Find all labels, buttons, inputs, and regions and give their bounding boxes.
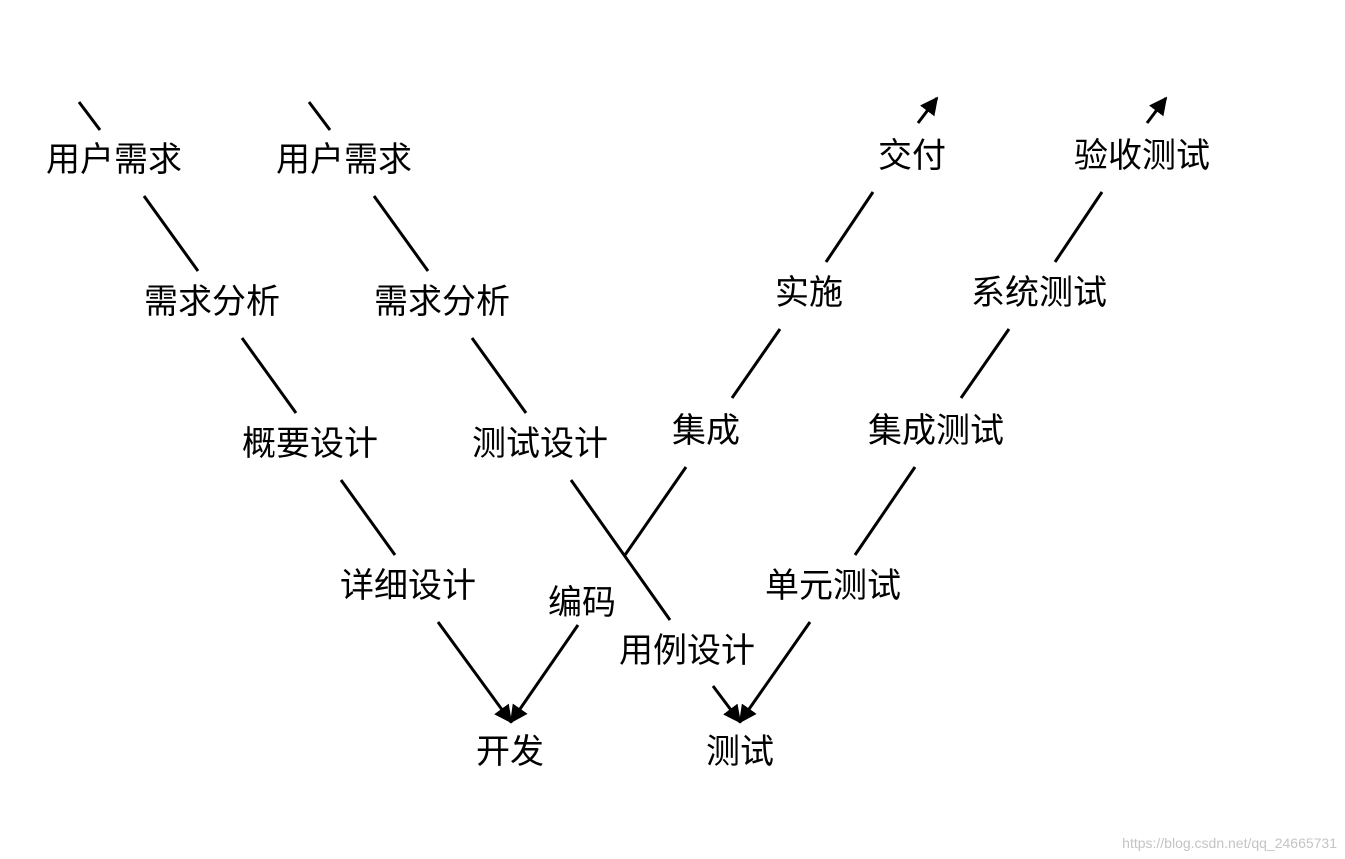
test-user-requirements: 用户需求 (276, 140, 412, 180)
dev-detailed-design: 详细设计 (340, 566, 476, 606)
dev-delivery: 交付 (878, 136, 946, 176)
dev-line-req-to-analysis (142, 195, 200, 272)
test-acceptance-test: 验收测试 (1074, 136, 1210, 176)
dev-high-level-design: 概要设计 (242, 424, 378, 464)
dev-line-coding-to-integration (623, 466, 688, 556)
dev-line-hld-to-detailed (339, 479, 397, 556)
dev-requirements-analysis: 需求分析 (144, 282, 280, 322)
test-test-design: 测试设计 (472, 424, 608, 464)
watermark-url: https://blog.csdn.net/qq_24665731 (1122, 835, 1337, 851)
dev-line-top-stub (77, 101, 102, 131)
dev-coding: 编码 (548, 583, 616, 623)
test-arrow-acceptance-out (1145, 96, 1168, 124)
test-testing: 测试 (706, 732, 774, 772)
test-line-design-to-cases (569, 479, 672, 621)
dev-line-analysis-to-hld (240, 337, 298, 414)
dev-arrow-delivery-out (916, 96, 939, 124)
test-integration-test: 集成测试 (868, 411, 1004, 451)
dev-arrow-coding (509, 624, 580, 724)
test-arrow-unit (738, 621, 812, 724)
test-line-analysis-to-design (470, 337, 528, 414)
test-line-system-to-acceptance (1053, 191, 1104, 263)
test-arrow-to-testing (711, 685, 742, 724)
test-requirements-analysis: 需求分析 (374, 282, 510, 322)
test-line-top-stub (307, 101, 332, 131)
dev-implementation: 实施 (775, 273, 843, 313)
test-unit-test: 单元测试 (765, 566, 901, 606)
dev-development: 开发 (476, 732, 544, 772)
dev-line-integration-to-impl (730, 328, 782, 399)
dev-line-impl-to-delivery (824, 191, 875, 263)
test-line-unit-to-integration (853, 466, 917, 556)
test-line-integration-to-system (959, 328, 1011, 399)
dev-user-requirements: 用户需求 (46, 140, 182, 180)
test-line-req-to-analysis (372, 195, 430, 272)
dev-integration: 集成 (672, 411, 740, 451)
test-test-case-design: 用例设计 (619, 631, 755, 671)
dev-arrow-to-development (436, 621, 513, 724)
test-system-test: 系统测试 (971, 273, 1107, 313)
